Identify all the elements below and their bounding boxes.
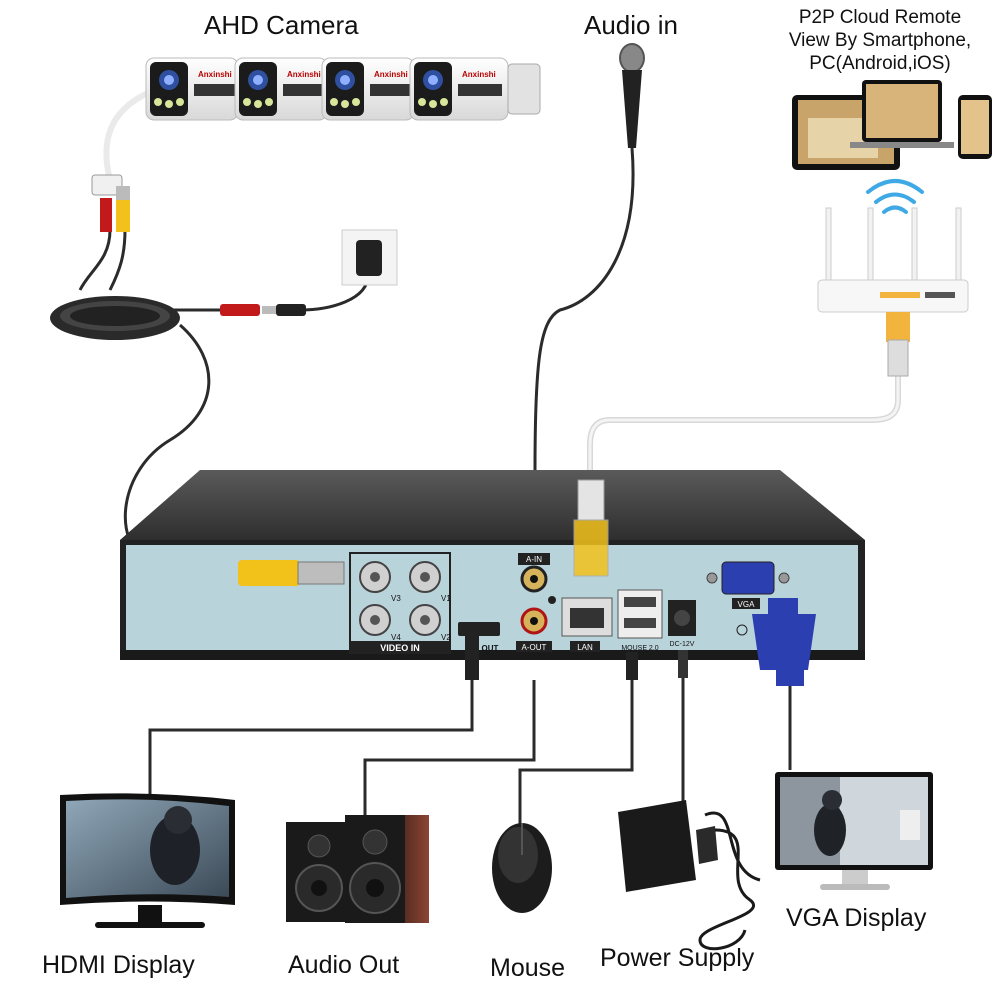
v1-label: V1: [441, 594, 451, 603]
speakers-icon: [286, 815, 429, 923]
rj45-plug-icon: [573, 479, 609, 577]
camera-brand: Anxinshi: [374, 70, 408, 79]
mouse-label: Mouse: [490, 954, 566, 982]
audio-in-label: Audio in: [584, 10, 678, 40]
v3-label: V3: [391, 594, 401, 603]
cloud-line-3: PC(Android,iOS): [809, 53, 951, 74]
hdmi-out-label: OUT: [482, 644, 499, 653]
dc-label: DC-12V: [670, 641, 695, 648]
ahd-camera-label: AHD Camera: [204, 10, 359, 40]
network-cable: [587, 375, 901, 485]
cloud-line-1: P2P Cloud Remote: [798, 7, 962, 28]
mouse-icon: [492, 823, 552, 913]
lan-label: LAN: [577, 643, 593, 652]
audio-out-label: Audio Out: [288, 951, 400, 979]
power-adapter-icon: [618, 800, 761, 951]
video-in-label: VIDEO IN: [380, 643, 420, 653]
dc-plug-icon: [220, 304, 306, 316]
camera-connectors: [91, 174, 130, 232]
camera-brand: Anxinshi: [462, 70, 496, 79]
camera-icon: Anxinshi: [409, 57, 541, 121]
audio-ports: A-IN A-OUT: [516, 553, 556, 652]
coiled-cable-icon: [50, 296, 180, 340]
microphone-icon: [619, 43, 645, 148]
router-icon: [817, 207, 969, 377]
ahd-cameras: Anxinshi Anxinshi Anxinshi Anxinshi: [145, 57, 541, 121]
usb-label: MOUSE 2.0: [621, 645, 658, 652]
dvr-recorder: VIDEO IN V3 V1 V4 V2 OUT A-IN A-OUT: [120, 470, 865, 686]
remote-devices-icon: [792, 80, 992, 170]
hdmi-port: OUT: [458, 622, 500, 680]
video-in-block: VIDEO IN V3 V1 V4 V2: [349, 552, 451, 654]
camera-icon: Anxinshi: [321, 57, 415, 121]
wifi-icon: [866, 179, 924, 214]
v4-label: V4: [391, 633, 401, 642]
cables: [78, 89, 792, 825]
power-supply-label: Power Supply: [600, 944, 755, 972]
vga-monitor-icon: [775, 772, 933, 890]
bnc-cable-icon: [238, 560, 345, 586]
hdmi-monitor-icon: [60, 793, 235, 928]
hdmi-display-label: HDMI Display: [42, 951, 195, 979]
camera-brand: Anxinshi: [198, 70, 232, 79]
vga-port: VGA: [706, 561, 790, 636]
v2-label: V2: [441, 633, 451, 642]
camera-icon: Anxinshi: [234, 57, 328, 121]
a-in-label: A-IN: [526, 555, 542, 564]
cloud-line-2: View By Smartphone,: [788, 30, 972, 51]
camera-icon: Anxinshi: [145, 57, 239, 121]
a-out-label: A-OUT: [522, 643, 547, 652]
lan-port: LAN: [561, 597, 613, 652]
camera-brand: Anxinshi: [287, 70, 321, 79]
vga-display-label: VGA Display: [786, 904, 927, 932]
usb-ports: MOUSE 2.0: [617, 589, 663, 680]
dc-port: DC-12V: [668, 600, 696, 678]
cloud-remote-label: P2P Cloud Remote View By Smartphone, PC(…: [760, 6, 1000, 75]
vga-label: VGA: [738, 600, 756, 609]
power-outlet-icon: [341, 229, 398, 286]
vga-plug-icon: [752, 598, 816, 686]
